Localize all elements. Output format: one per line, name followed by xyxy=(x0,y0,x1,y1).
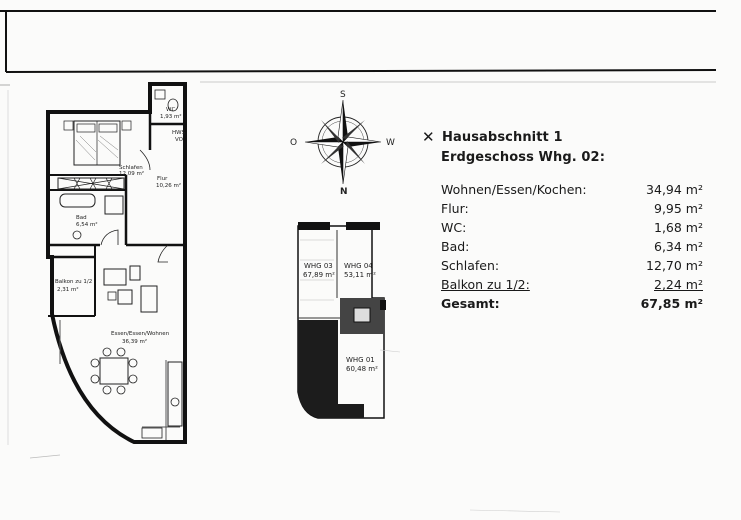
cross-mark-icon: ✕ xyxy=(422,128,435,146)
room-name-wc: WC xyxy=(166,107,175,113)
area-row-value: 2,24 m² xyxy=(654,277,703,292)
unit-name-whg03: WHG 03 xyxy=(304,262,333,270)
room-area-flur: 10,26 m² xyxy=(156,182,181,189)
area-row-schlafen: Schlafen: 12,70 m² xyxy=(441,258,703,277)
room-sub-hws: VO xyxy=(175,137,184,143)
unit-area-whg03: 67,89 m² xyxy=(303,271,335,279)
room-name-flur: Flur xyxy=(157,176,168,182)
building-site-plan: WHG 03 67,89 m² WHG 04 53,11 m² WHG 01 6… xyxy=(297,222,386,419)
room-area-wc: 1,93 m² xyxy=(160,113,182,120)
unit-name-whg04: WHG 04 xyxy=(344,262,373,270)
unit-area-whg04: 53,11 m² xyxy=(344,271,376,279)
room-area-bad: 6,54 m² xyxy=(76,221,98,228)
room-name-wohnen: Essen/Essen/Wohnen xyxy=(111,331,170,337)
area-row-balkon: Balkon zu 1/2: 2,24 m² xyxy=(441,277,703,296)
compass-west: W xyxy=(386,138,395,148)
compass-rose: S N O W xyxy=(290,90,395,197)
area-row-label: Balkon zu 1/2: xyxy=(441,277,530,292)
room-area-balkon: 2,31 m² xyxy=(57,286,79,293)
area-row-total: Gesamt: 67,85 m² xyxy=(441,296,703,315)
compass-south: S xyxy=(340,90,346,100)
area-row-label: Bad: xyxy=(441,239,470,254)
room-name-schlafen: Schlafen xyxy=(119,165,143,171)
area-table: Wohnen/Essen/Kochen: 34,94 m² Flur: 9,95… xyxy=(441,182,703,315)
section-subtitle: Erdgeschoss Whg. 02: xyxy=(441,150,606,165)
area-row-bad: Bad: 6,34 m² xyxy=(441,239,703,258)
area-row-value: 12,70 m² xyxy=(646,258,703,273)
header-frame xyxy=(0,10,717,459)
title-row: ✕ Hausabschnitt 1 xyxy=(422,128,712,146)
area-row-label: Wohnen/Essen/Kochen: xyxy=(441,182,587,197)
area-total-value: 67,85 m² xyxy=(640,296,703,311)
area-summary-panel: ✕ Hausabschnitt 1 Erdgeschoss Whg. 02: W… xyxy=(422,128,712,315)
area-row-label: Schlafen: xyxy=(441,258,500,273)
room-area-schlafen: 12,09 m² xyxy=(119,170,144,177)
unit-area-whg01: 60,48 m² xyxy=(346,365,378,373)
room-name-hws: HWS xyxy=(172,130,186,136)
area-row-value: 9,95 m² xyxy=(654,201,703,216)
area-total-label: Gesamt: xyxy=(441,296,500,311)
area-row-flur: Flur: 9,95 m² xyxy=(441,201,703,220)
section-title: Hausabschnitt 1 xyxy=(442,129,563,145)
area-row-value: 1,68 m² xyxy=(654,220,703,235)
area-row-wc: WC: 1,68 m² xyxy=(441,220,703,239)
compass-east: O xyxy=(290,138,297,148)
room-name-balkon: Balkon zu 1/2 xyxy=(55,279,92,285)
compass-north: N xyxy=(340,187,348,197)
area-row-label: WC: xyxy=(441,220,467,235)
area-row-value: 34,94 m² xyxy=(646,182,703,197)
area-row-wohnen: Wohnen/Essen/Kochen: 34,94 m² xyxy=(441,182,703,201)
room-name-bad: Bad xyxy=(76,215,87,221)
room-area-wohnen: 36,39 m² xyxy=(122,338,147,345)
area-row-label: Flur: xyxy=(441,201,469,216)
area-row-value: 6,34 m² xyxy=(654,239,703,254)
apartment-floorplan: WC 1,93 m² HWS VO Schlafen 12,09 m² Flur… xyxy=(46,82,187,444)
unit-name-whg01: WHG 01 xyxy=(346,356,375,364)
